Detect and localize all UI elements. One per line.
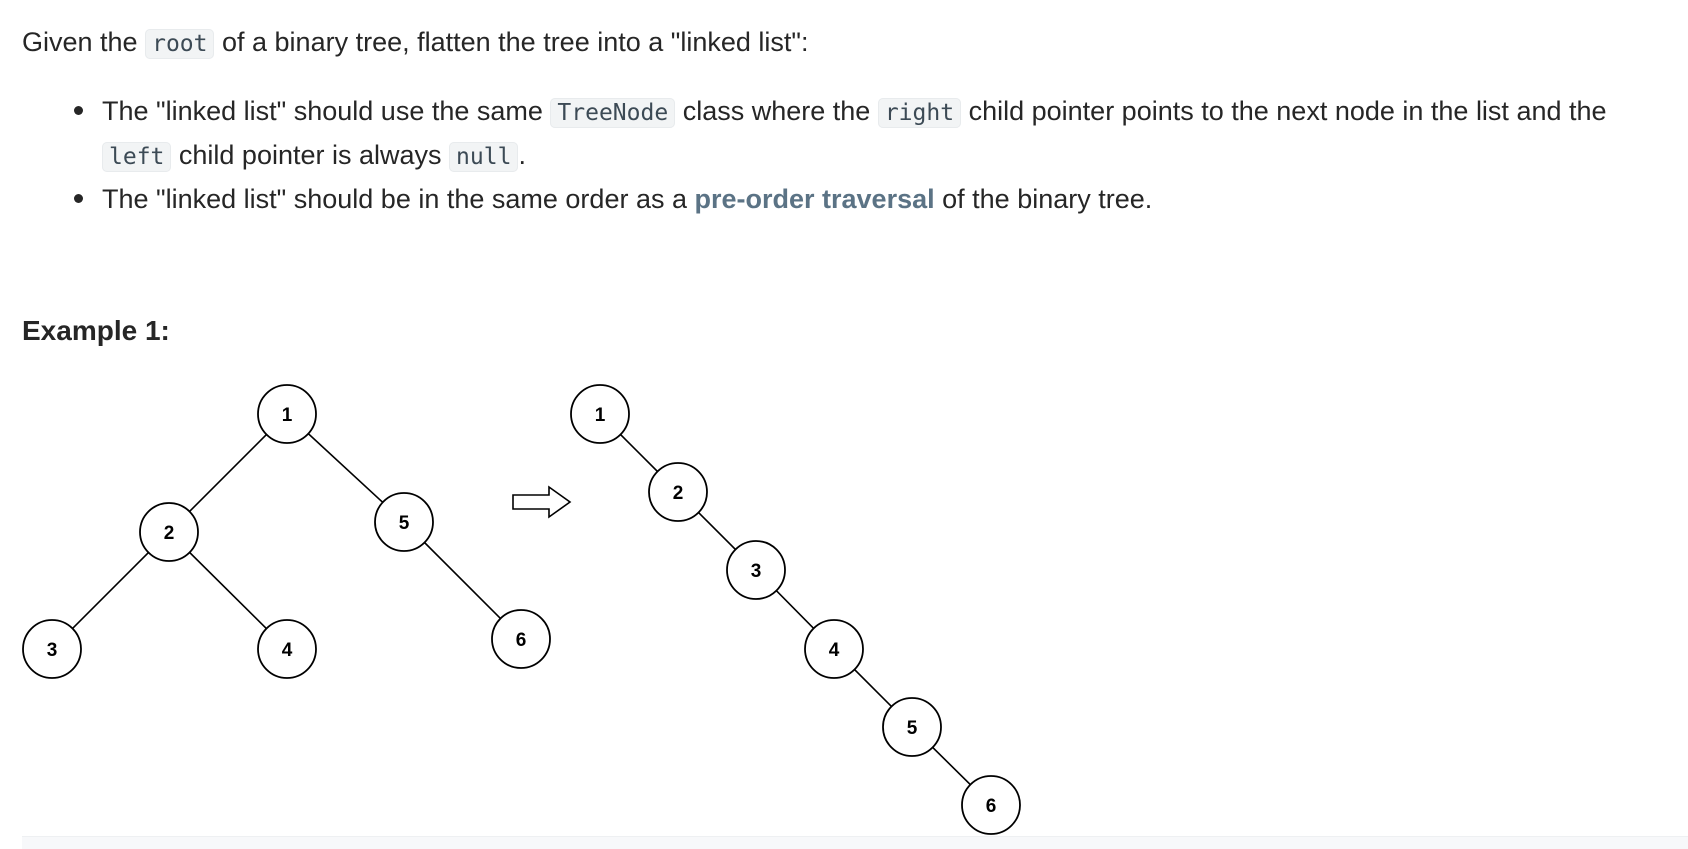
node-circle xyxy=(882,697,942,757)
list-node-5: 5 xyxy=(882,697,942,757)
example-title: Example 1: xyxy=(22,315,170,346)
list-node-6: 6 xyxy=(961,775,1021,835)
bullet1-text-3: child pointer points to the next node in… xyxy=(968,96,1607,126)
node-circle xyxy=(570,384,630,444)
node-label: 4 xyxy=(829,640,840,661)
node-label: 5 xyxy=(907,718,918,739)
tree-node-5: 5 xyxy=(374,492,434,552)
intro-text-2: of a binary tree, flatten the tree into … xyxy=(222,27,809,57)
tree-node-4: 4 xyxy=(257,619,317,679)
intro-text-1: Given the xyxy=(22,27,138,57)
node-label: 4 xyxy=(282,640,293,661)
tree-node-1: 1 xyxy=(257,384,317,444)
bullet1-period: . xyxy=(518,140,526,170)
node-circle xyxy=(648,462,708,522)
bullet1-text-2: class where the xyxy=(682,96,871,126)
bullet2-text-1: The "linked list" should be in the same … xyxy=(102,184,687,214)
list-item: The "linked list" should be in the same … xyxy=(22,178,1662,220)
list-node-2: 2 xyxy=(648,462,708,522)
tree-nodes: 1 2 5 3 4 6 xyxy=(22,384,551,679)
list-item: The "linked list" should use the same Tr… xyxy=(22,90,1662,178)
requirements-list: The "linked list" should use the same Tr… xyxy=(22,90,1662,220)
bullet1-text-4: child pointer is always xyxy=(178,140,442,170)
tree-edges xyxy=(51,413,522,650)
tree-node-2: 2 xyxy=(139,502,199,562)
node-circle xyxy=(257,619,317,679)
intro-paragraph: Given the root of a binary tree, flatten… xyxy=(22,22,809,64)
code-treenode: TreeNode xyxy=(550,98,676,128)
bullet2-text-2: of the binary tree. xyxy=(942,184,1153,214)
node-label: 6 xyxy=(516,630,527,651)
node-circle xyxy=(804,619,864,679)
node-label: 2 xyxy=(164,523,175,544)
node-label: 3 xyxy=(47,640,58,661)
bullet-dot-icon xyxy=(74,194,83,203)
list-node-1: 1 xyxy=(570,384,630,444)
list-nodes: 1 2 3 4 5 6 xyxy=(570,384,1021,835)
code-null: null xyxy=(449,142,519,172)
node-label: 3 xyxy=(751,561,762,582)
node-circle xyxy=(961,775,1021,835)
list-node-4: 4 xyxy=(804,619,864,679)
code-right: right xyxy=(877,98,962,128)
node-label: 1 xyxy=(595,405,606,426)
preorder-traversal-link[interactable]: pre-order traversal xyxy=(694,184,935,214)
node-label: 1 xyxy=(282,405,293,426)
code-left: left xyxy=(102,142,172,172)
node-circle xyxy=(257,384,317,444)
node-circle xyxy=(22,619,82,679)
bullet-dot-icon xyxy=(74,106,83,115)
bullet1-text-1: The "linked list" should use the same xyxy=(102,96,543,126)
node-circle xyxy=(491,609,551,669)
code-block-edge xyxy=(22,836,1688,849)
node-circle xyxy=(139,502,199,562)
node-label: 2 xyxy=(673,483,684,504)
tree-node-3: 3 xyxy=(22,619,82,679)
code-root: root xyxy=(145,29,215,59)
node-circle xyxy=(726,540,786,600)
list-node-3: 3 xyxy=(726,540,786,600)
tree-node-6: 6 xyxy=(491,609,551,669)
node-label: 5 xyxy=(399,513,410,534)
node-circle xyxy=(374,492,434,552)
node-label: 6 xyxy=(986,796,997,817)
right-arrow-icon xyxy=(512,485,572,519)
